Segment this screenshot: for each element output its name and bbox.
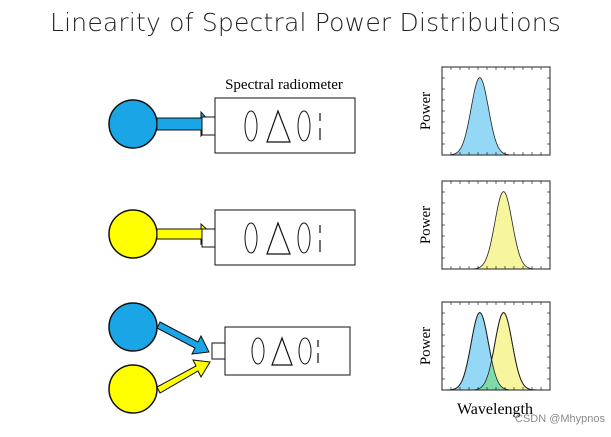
radiometer-3 xyxy=(211,326,351,376)
yellow-spectrum-area xyxy=(442,191,550,269)
lens-icon xyxy=(298,337,312,365)
blue-spectrum-area xyxy=(442,312,550,390)
lens-icon xyxy=(297,222,311,254)
row-mixed xyxy=(108,302,351,414)
y-axis-label: Power xyxy=(418,92,434,130)
lens-icon xyxy=(251,337,265,365)
spectrum-plot-2: Power xyxy=(418,180,551,270)
lens-icon xyxy=(244,222,258,254)
yellow-light-source xyxy=(108,209,158,259)
lens-icon xyxy=(244,110,258,142)
prism-icon xyxy=(271,336,293,366)
blue-arrow xyxy=(156,321,210,355)
prism-icon xyxy=(266,109,291,143)
page-title: Linearity of Spectral Power Distribution… xyxy=(50,8,561,37)
blue-spectrum-area xyxy=(442,77,550,155)
y-axis-label: Power xyxy=(418,206,434,244)
yellow-arrow xyxy=(156,359,211,394)
radiometer-1 xyxy=(201,97,356,154)
lens-icon xyxy=(297,110,311,142)
blue-light-source xyxy=(108,302,158,352)
spectrum-plot-1: Power xyxy=(418,66,551,156)
overlap-area xyxy=(442,360,550,390)
prism-icon xyxy=(266,221,291,255)
watermark: CSDN @Mhypnos xyxy=(514,413,605,425)
yellow-light-source xyxy=(108,364,158,414)
row-blue xyxy=(108,97,356,154)
y-axis-label: Power xyxy=(418,327,434,365)
spectrum-plot-3: Power xyxy=(418,301,551,391)
yellow-spectrum-area xyxy=(442,312,550,390)
instrument-label: Spectral radiometer xyxy=(225,77,343,93)
x-axis-label: Wavelength xyxy=(457,401,533,418)
radiometer-2 xyxy=(201,209,356,266)
blue-light-source xyxy=(108,99,158,149)
row-yellow xyxy=(108,209,356,266)
